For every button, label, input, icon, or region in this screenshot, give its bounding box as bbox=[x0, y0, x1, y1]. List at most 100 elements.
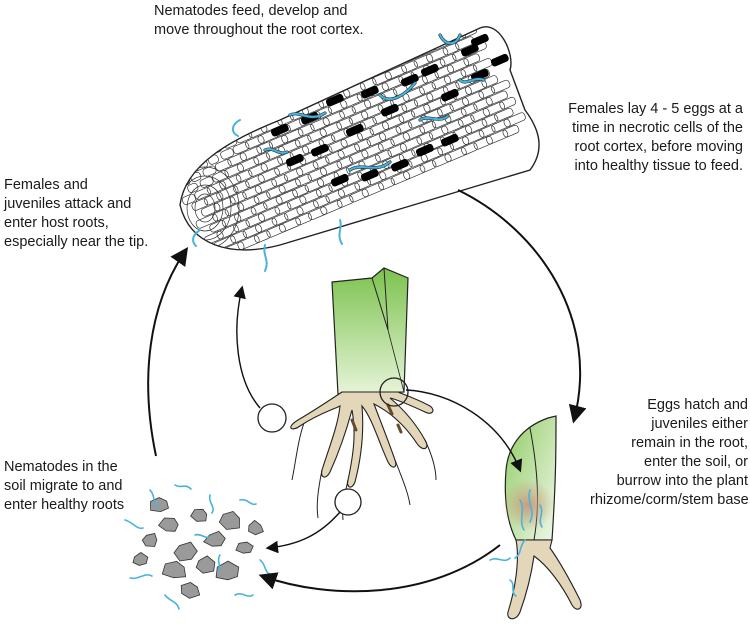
root-cell bbox=[257, 167, 280, 183]
root-cell bbox=[322, 110, 345, 126]
root-cap-cell bbox=[186, 184, 224, 232]
root-cell bbox=[462, 129, 485, 145]
root-cell bbox=[473, 136, 493, 150]
nematode bbox=[234, 593, 254, 597]
root-cell bbox=[245, 135, 265, 149]
root-cell bbox=[337, 143, 360, 159]
label-line: move throughout the root cortex. bbox=[154, 22, 364, 38]
root-cell bbox=[257, 206, 281, 222]
root-section-illustration bbox=[179, 26, 540, 272]
root-cell bbox=[381, 115, 405, 130]
soil-particle bbox=[195, 555, 216, 574]
nematode bbox=[239, 498, 257, 506]
root-cell bbox=[351, 99, 372, 114]
root-cell bbox=[419, 160, 437, 173]
label-line: into healthy tissue to feed. bbox=[574, 158, 743, 174]
root-cell bbox=[494, 107, 514, 122]
plant-leaf-sheath bbox=[331, 267, 409, 395]
root-cell bbox=[348, 110, 369, 125]
root-cell bbox=[199, 176, 214, 188]
nematode bbox=[419, 115, 449, 121]
root-cell bbox=[278, 217, 302, 233]
nematode bbox=[509, 579, 517, 597]
nematode bbox=[263, 244, 268, 272]
nematode bbox=[264, 148, 288, 154]
necrotic-cell bbox=[270, 123, 289, 137]
necrotic-cell bbox=[325, 93, 344, 107]
root-cell bbox=[460, 103, 478, 116]
label-line: Eggs hatch and bbox=[647, 397, 748, 413]
root-cell bbox=[239, 146, 263, 161]
nematode bbox=[289, 112, 326, 118]
root-cell bbox=[186, 143, 199, 154]
magnifier-circle-base bbox=[379, 377, 409, 407]
root-cell bbox=[209, 220, 227, 233]
label-soil-migrate: Nematodes in the soil migrate to and ent… bbox=[4, 458, 124, 515]
nematode bbox=[459, 78, 485, 83]
necrotic-cell bbox=[440, 133, 459, 147]
root-cell bbox=[502, 124, 520, 138]
arrow-base-circle-out bbox=[405, 389, 523, 473]
root-cell bbox=[266, 185, 286, 199]
root-cell bbox=[275, 189, 298, 205]
root-cell bbox=[236, 157, 260, 172]
nematode bbox=[338, 219, 343, 245]
nematode bbox=[129, 574, 153, 580]
root-cell bbox=[240, 119, 255, 132]
root-cell bbox=[230, 230, 247, 244]
root-cell bbox=[296, 161, 319, 177]
root-cell bbox=[260, 156, 283, 172]
root-cell bbox=[307, 206, 328, 221]
label-feed-develop: Nematodes feed, develop and move through… bbox=[154, 2, 364, 40]
root-cell bbox=[439, 53, 457, 67]
necrotic-cell bbox=[400, 73, 419, 87]
root-cell bbox=[297, 123, 315, 137]
root-cell bbox=[296, 200, 319, 216]
root-cell bbox=[354, 178, 372, 191]
root-cell bbox=[299, 189, 322, 205]
root-cell bbox=[481, 114, 499, 127]
root-cell bbox=[232, 141, 250, 155]
root-cell bbox=[181, 193, 196, 205]
root-cell bbox=[359, 77, 377, 91]
root-cell bbox=[413, 92, 434, 107]
root-cell bbox=[503, 112, 526, 128]
soil-particle bbox=[203, 530, 226, 547]
root-cell bbox=[364, 93, 387, 109]
root-cell bbox=[318, 134, 336, 147]
root-cell bbox=[398, 149, 416, 162]
root-cell bbox=[369, 121, 390, 136]
label-line: juveniles attack and bbox=[4, 196, 132, 212]
root-cell bbox=[190, 171, 202, 182]
root-cell bbox=[354, 139, 371, 152]
soil-particle bbox=[190, 508, 208, 522]
root-cell bbox=[339, 106, 356, 119]
soil-particle bbox=[180, 582, 201, 599]
root-cell bbox=[194, 187, 212, 200]
root-cell bbox=[242, 224, 263, 238]
plant-illustration bbox=[257, 267, 437, 521]
root-cell bbox=[295, 212, 313, 226]
root-cell bbox=[460, 64, 478, 77]
root-cell bbox=[431, 75, 452, 90]
root-cell bbox=[336, 156, 354, 169]
root-cell bbox=[232, 180, 250, 194]
root-cell bbox=[401, 60, 418, 73]
root-cell bbox=[481, 75, 499, 88]
root-cell bbox=[449, 97, 469, 112]
root-cell bbox=[410, 103, 431, 118]
soil-illustration bbox=[124, 484, 271, 610]
root-cell bbox=[294, 134, 312, 148]
nematode bbox=[124, 519, 144, 530]
root-cell bbox=[199, 137, 214, 149]
root-cell bbox=[224, 241, 245, 250]
root-cell bbox=[203, 191, 224, 206]
root-cell bbox=[212, 170, 229, 183]
arrow-root-circle-up bbox=[233, 285, 261, 409]
necrotic-cell bbox=[360, 85, 379, 99]
root-cap-cell bbox=[180, 175, 232, 241]
soil-particle bbox=[173, 541, 198, 562]
plant-base-root bbox=[507, 539, 582, 620]
